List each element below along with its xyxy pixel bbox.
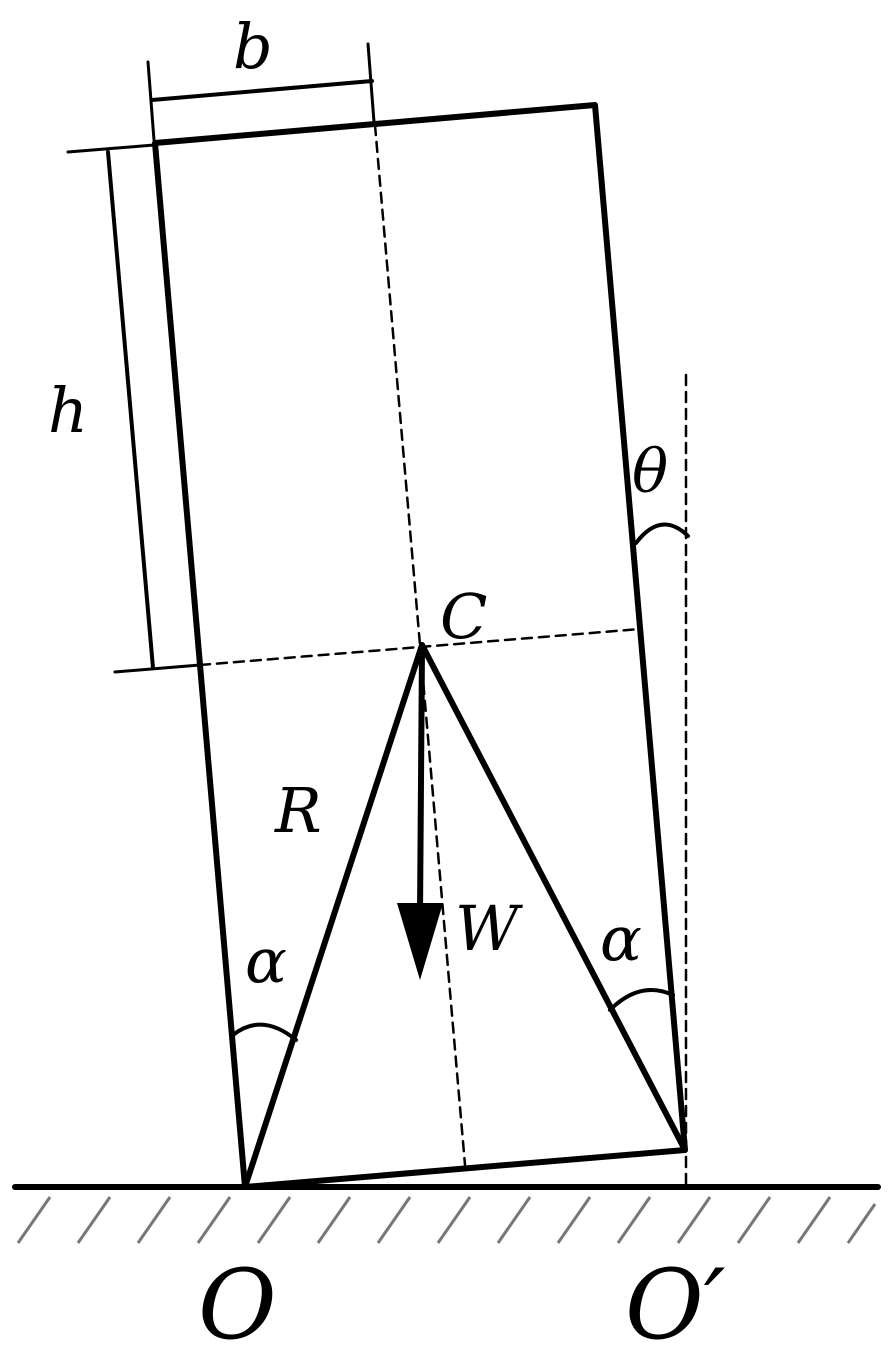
alpha-arc-right <box>608 988 675 1012</box>
reaction-line-o <box>242 642 425 1190</box>
ground-hatching <box>16 1196 877 1244</box>
label-r: R <box>274 774 322 847</box>
weight-arrow <box>397 645 443 980</box>
label-theta: θ <box>632 437 668 507</box>
label-b: b <box>233 10 273 83</box>
label-h: h <box>48 374 88 447</box>
dimension-b <box>146 42 376 142</box>
label-alpha-left: α <box>245 924 287 997</box>
label-w: W <box>455 892 523 965</box>
theta-arc <box>634 522 690 545</box>
block-centerline <box>373 123 467 1167</box>
alpha-arc-left <box>231 1022 298 1042</box>
label-c: C <box>440 580 487 653</box>
label-alpha-right: α <box>600 902 642 975</box>
label-o-prime: O′ <box>625 1249 726 1355</box>
dimension-h <box>66 143 202 674</box>
label-o: O <box>198 1249 277 1355</box>
reaction-line-o-prime <box>419 642 688 1153</box>
